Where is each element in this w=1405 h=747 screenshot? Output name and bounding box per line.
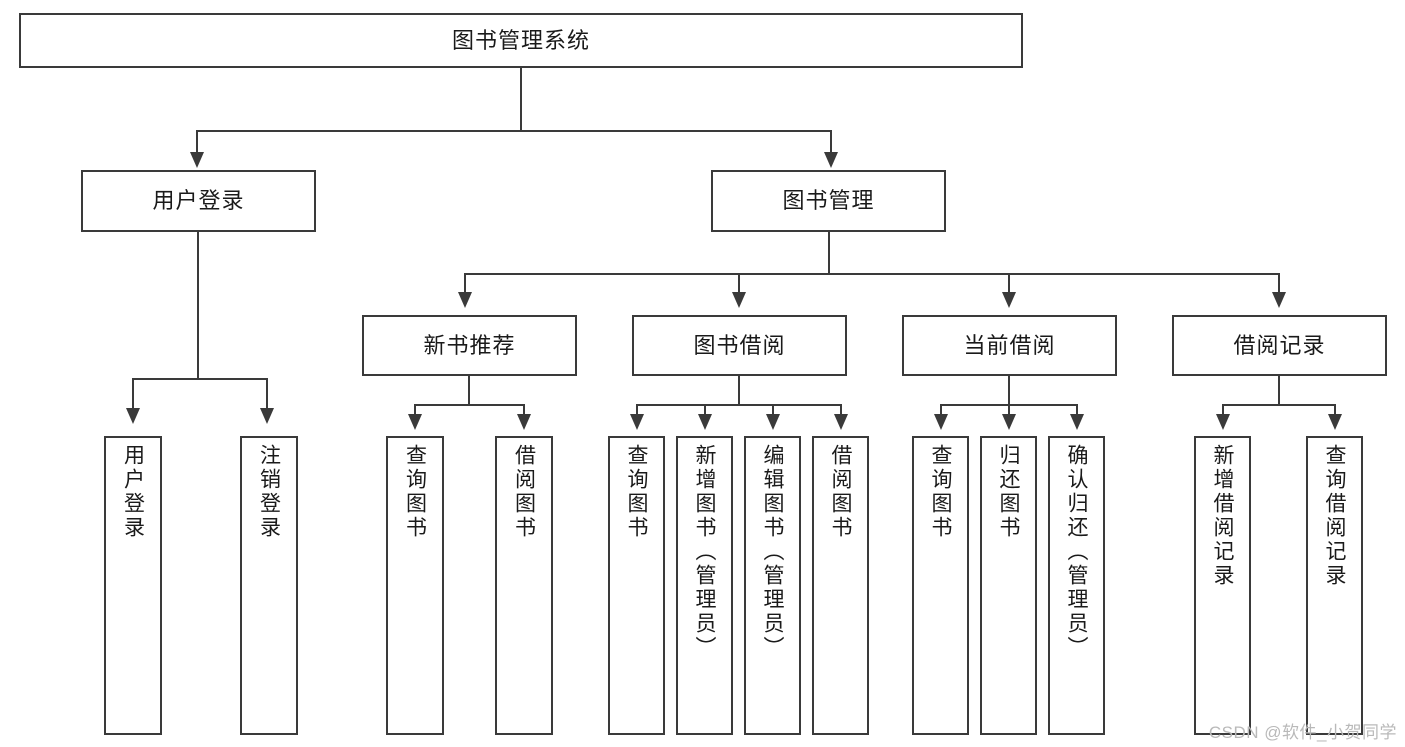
connector-nbr-bar	[414, 404, 524, 406]
leaf-query-book-2-label: 查询图书	[625, 444, 648, 540]
connector-root-to-user-login	[196, 130, 198, 156]
arrow-br-to-leaf-1	[1216, 414, 1230, 430]
connector-bm-to-l3-3	[1008, 273, 1010, 295]
connector-bb-to-leaf-4	[840, 404, 842, 416]
node-root[interactable]: 图书管理系统	[19, 13, 1023, 68]
connector-book-management-bar	[464, 273, 1280, 275]
leaf-logout-login[interactable]: 注销登录	[240, 436, 298, 735]
connector-cb-to-leaf-3	[1076, 404, 1078, 416]
arrow-bm-to-l3-4	[1272, 292, 1286, 308]
node-book-borrow-label: 图书借阅	[693, 332, 786, 358]
node-borrow-record[interactable]: 借阅记录	[1172, 315, 1387, 376]
connector-user-login-to-leaf-2	[266, 378, 268, 411]
leaf-query-borrow-record[interactable]: 查询借阅记录	[1306, 436, 1363, 735]
leaf-add-borrow-record-label: 新增借阅记录	[1211, 444, 1234, 588]
arrow-cb-to-leaf-2	[1002, 414, 1016, 430]
connector-root-bar	[196, 130, 832, 132]
connector-cb-to-leaf-2	[1008, 404, 1010, 416]
connector-root-to-book-management	[830, 130, 832, 156]
leaf-edit-book-admin[interactable]: 编辑图书（管理员）	[744, 436, 801, 735]
leaf-confirm-return-admin-label: 确认归还（管理员）	[1065, 444, 1088, 660]
leaf-logout-login-label: 注销登录	[257, 444, 281, 540]
leaf-add-book-admin[interactable]: 新增图书（管理员）	[676, 436, 733, 735]
connector-bb-to-leaf-3	[772, 404, 774, 416]
connector-nbr-to-leaf-1	[414, 404, 416, 416]
arrow-nbr-to-leaf-1	[408, 414, 422, 430]
connector-br-to-leaf-2	[1334, 404, 1336, 416]
arrow-bb-to-leaf-1	[630, 414, 644, 430]
arrow-bb-to-leaf-3	[766, 414, 780, 430]
leaf-query-book-1-label: 查询图书	[403, 444, 427, 540]
connector-cb-to-leaf-1	[940, 404, 942, 416]
node-root-label: 图书管理系统	[451, 27, 590, 53]
node-book-management[interactable]: 图书管理	[711, 170, 946, 232]
leaf-return-book[interactable]: 归还图书	[980, 436, 1037, 735]
leaf-borrow-book-2-label: 借阅图书	[829, 444, 852, 540]
arrow-user-login-to-leaf-1	[126, 408, 140, 424]
leaf-query-book-1[interactable]: 查询图书	[386, 436, 444, 735]
leaf-borrow-book-2[interactable]: 借阅图书	[812, 436, 869, 735]
connector-br-stem	[1278, 376, 1280, 405]
connector-root-stem	[520, 68, 522, 131]
leaf-query-book-2[interactable]: 查询图书	[608, 436, 665, 735]
connector-book-management-stem	[828, 232, 830, 274]
leaf-user-login-label: 用户登录	[121, 444, 145, 540]
leaf-query-book-3-label: 查询图书	[929, 444, 952, 540]
arrow-bm-to-l3-2	[732, 292, 746, 308]
node-new-book-recommend-label: 新书推荐	[423, 332, 516, 358]
arrow-root-to-book-management	[824, 152, 838, 168]
connector-bm-to-l3-1	[464, 273, 466, 295]
leaf-borrow-book-1[interactable]: 借阅图书	[495, 436, 553, 735]
leaf-user-login[interactable]: 用户登录	[104, 436, 162, 735]
arrow-nbr-to-leaf-2	[517, 414, 531, 430]
leaf-query-borrow-record-label: 查询借阅记录	[1323, 444, 1346, 588]
connector-nbr-to-leaf-2	[523, 404, 525, 416]
node-current-borrow-label: 当前借阅	[963, 332, 1056, 358]
connector-bb-stem	[738, 376, 740, 405]
connector-bm-to-l3-4	[1278, 273, 1280, 295]
node-book-management-label: 图书管理	[782, 188, 875, 214]
arrow-user-login-to-leaf-2	[260, 408, 274, 424]
connector-bb-bar	[636, 404, 841, 406]
node-book-borrow[interactable]: 图书借阅	[632, 315, 847, 376]
node-borrow-record-label: 借阅记录	[1233, 332, 1326, 358]
arrow-bm-to-l3-1	[458, 292, 472, 308]
connector-user-login-stem	[197, 232, 199, 379]
arrow-bb-to-leaf-2	[698, 414, 712, 430]
arrow-root-to-user-login	[190, 152, 204, 168]
arrow-br-to-leaf-2	[1328, 414, 1342, 430]
connector-user-login-bar	[132, 378, 267, 380]
connector-br-bar	[1222, 404, 1336, 406]
node-user-login[interactable]: 用户登录	[81, 170, 316, 232]
node-user-login-label: 用户登录	[152, 188, 245, 214]
connector-br-to-leaf-1	[1222, 404, 1224, 416]
arrow-cb-to-leaf-1	[934, 414, 948, 430]
leaf-confirm-return-admin[interactable]: 确认归还（管理员）	[1048, 436, 1105, 735]
connector-bb-to-leaf-2	[704, 404, 706, 416]
connector-nbr-stem	[468, 376, 470, 405]
node-new-book-recommend[interactable]: 新书推荐	[362, 315, 577, 376]
arrow-cb-to-leaf-3	[1070, 414, 1084, 430]
arrow-bm-to-l3-3	[1002, 292, 1016, 308]
connector-cb-stem	[1008, 376, 1010, 405]
leaf-borrow-book-1-label: 借阅图书	[512, 444, 536, 540]
connector-user-login-to-leaf-1	[132, 378, 134, 411]
connector-bm-to-l3-2	[738, 273, 740, 295]
connector-bb-to-leaf-1	[636, 404, 638, 416]
leaf-query-book-3[interactable]: 查询图书	[912, 436, 969, 735]
node-current-borrow[interactable]: 当前借阅	[902, 315, 1117, 376]
arrow-bb-to-leaf-4	[834, 414, 848, 430]
leaf-return-book-label: 归还图书	[997, 444, 1020, 540]
leaf-edit-book-admin-label: 编辑图书（管理员）	[761, 444, 784, 660]
leaf-add-book-admin-label: 新增图书（管理员）	[693, 444, 716, 660]
leaf-add-borrow-record[interactable]: 新增借阅记录	[1194, 436, 1251, 735]
